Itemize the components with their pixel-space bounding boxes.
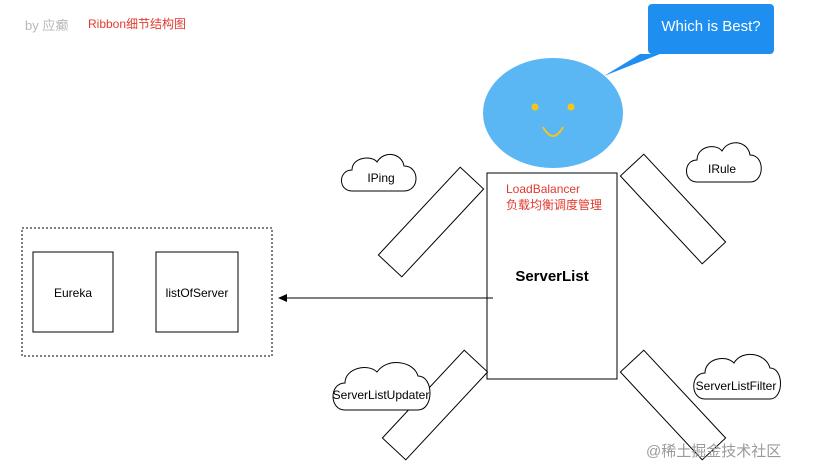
left-arm xyxy=(377,166,485,278)
load-balancer-body xyxy=(486,172,618,380)
list-of-server-label: listOfServer xyxy=(165,286,229,300)
irule-label: IRule xyxy=(707,162,736,176)
author-label: by 应癫 xyxy=(25,18,69,33)
robot-face xyxy=(483,58,623,168)
right-leg xyxy=(619,349,727,461)
load-balancer-label: LoadBalancer 负载均衡调度管理 xyxy=(506,181,602,213)
eureka-label: Eureka xyxy=(53,286,93,300)
server-source-container xyxy=(21,227,273,357)
updater-label: ServerListUpdater xyxy=(332,388,430,402)
iping-cloud xyxy=(341,154,417,192)
load-balancer-name: LoadBalancer xyxy=(506,182,581,196)
load-balancer-description: 负载均衡调度管理 xyxy=(506,198,603,212)
watermark: @稀土掘金技术社区 xyxy=(646,443,782,460)
serverlist-arrow xyxy=(278,294,493,302)
list-of-server-box xyxy=(155,251,239,333)
speech-bubble xyxy=(604,4,774,76)
updater-cloud xyxy=(332,362,431,411)
filter-label: ServerListFilter xyxy=(695,379,777,393)
speech-bubble-text: Which is Best? xyxy=(661,18,761,35)
irule-cloud xyxy=(686,142,762,183)
right-arm xyxy=(619,153,727,265)
iping-label: IPing xyxy=(367,171,395,185)
eureka-box xyxy=(32,251,114,333)
diagram-title: Ribbon细节结构图 xyxy=(88,17,187,31)
server-list-label: ServerList xyxy=(515,268,589,285)
filter-cloud xyxy=(693,353,781,400)
